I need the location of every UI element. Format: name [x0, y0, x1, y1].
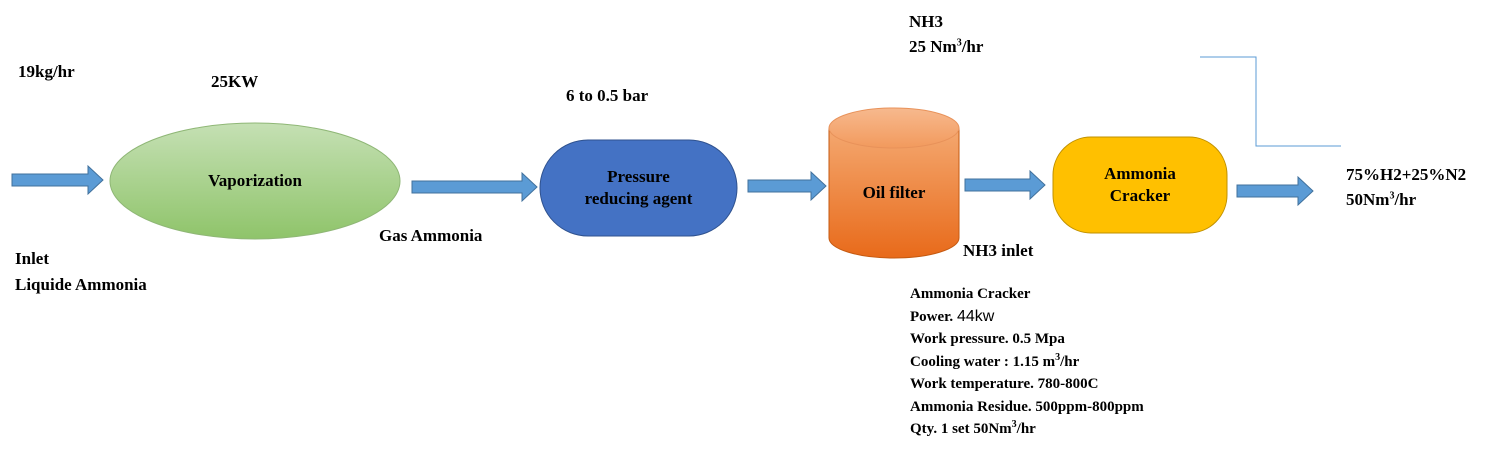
- vaporization-text: Vaporization: [208, 171, 302, 190]
- pressure-reducer-label: Pressure reducing agent: [540, 142, 737, 234]
- nh3-connector-line: [1200, 56, 1341, 147]
- gas-ammonia-label: Gas Ammonia: [379, 226, 483, 245]
- nh3-title-label: NH3: [909, 12, 943, 31]
- vaporizer-power-label: 25KW: [211, 72, 259, 91]
- arrow-inlet: [11, 164, 104, 196]
- pressure-range-label: 6 to 0.5 bar: [566, 86, 649, 105]
- liquid-ammonia-label: Liquide Ammonia: [15, 275, 147, 294]
- vaporization-node: [109, 122, 401, 240]
- specs-qty: Qty. 1 set 50Nm3/hr: [910, 419, 1036, 438]
- specs-ammonia-residue: Ammonia Residue. 500ppm-800ppm: [910, 398, 1144, 415]
- cracker-line2: Cracker: [1109, 186, 1171, 205]
- specs-title: Ammonia Cracker: [910, 286, 1031, 302]
- pressure-reducer-line1: Pressure: [607, 167, 670, 186]
- arrow-gas-ammonia: [411, 171, 538, 203]
- specs-work-pressure: Work pressure. 0.5 Mpa: [910, 331, 1065, 347]
- specs-cooling-water: Cooling water : 1.15 m3/hr: [910, 351, 1080, 370]
- cracker-specs: Ammonia Cracker Power. 44kw Work pressur…: [910, 283, 1144, 441]
- arrow-output: [1236, 175, 1314, 207]
- oil-filter-top: [828, 107, 960, 149]
- vaporization-label: Vaporization: [110, 160, 400, 202]
- nh3-inlet-label: NH3 inlet: [963, 241, 1034, 260]
- arrow-to-cracker: [964, 169, 1046, 201]
- oil-filter-label: Oil filter: [829, 172, 959, 214]
- inlet-label: Inlet: [15, 249, 49, 268]
- flow-rate-label: 19kg/hr: [18, 62, 75, 81]
- ammonia-cracker-node: [1052, 136, 1228, 234]
- oil-filter-node: [828, 127, 960, 259]
- specs-work-temperature: Work temperature. 780-800C: [910, 376, 1099, 392]
- nh3-flow-label: 25 Nm3/hr: [909, 37, 984, 56]
- output-flow-label: 50Nm3/hr: [1346, 190, 1417, 209]
- pressure-reducer-line2: reducing agent: [584, 189, 693, 208]
- pressure-reducer-node: [539, 139, 738, 237]
- ammonia-cracker-label: Ammonia Cracker: [1053, 139, 1227, 231]
- arrow-to-oil-filter: [747, 170, 827, 202]
- output-composition-label: 75%H2+25%N2: [1346, 165, 1467, 184]
- cracker-line1: Ammonia: [1104, 164, 1176, 183]
- specs-power: Power. 44kw: [910, 307, 995, 325]
- oil-filter-text: Oil filter: [862, 183, 926, 202]
